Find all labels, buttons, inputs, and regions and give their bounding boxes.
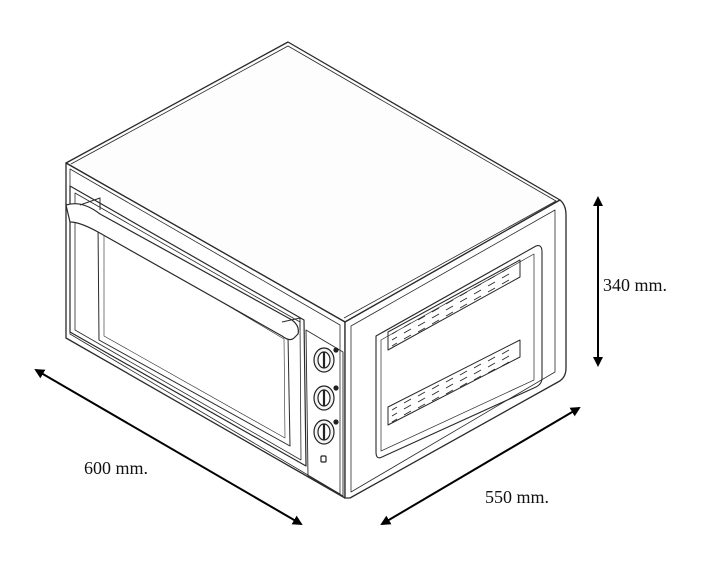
control-panel: [305, 329, 344, 497]
side-panel: [375, 245, 543, 459]
width-dimension-arrow: [34, 368, 303, 526]
door-handle: [65, 203, 299, 341]
indicator-light: [320, 455, 327, 463]
control-knob-middle: [313, 385, 339, 411]
oven-door: [69, 185, 307, 467]
depth-dimension-arrow: [380, 406, 581, 526]
height-label: 340 mm.: [603, 275, 668, 295]
control-knob-top: [313, 347, 339, 373]
control-knob-bottom: [313, 419, 339, 445]
depth-label: 550 mm.: [485, 487, 550, 507]
side-vent-upper: [387, 259, 521, 351]
width-label: 600 mm.: [84, 458, 149, 478]
